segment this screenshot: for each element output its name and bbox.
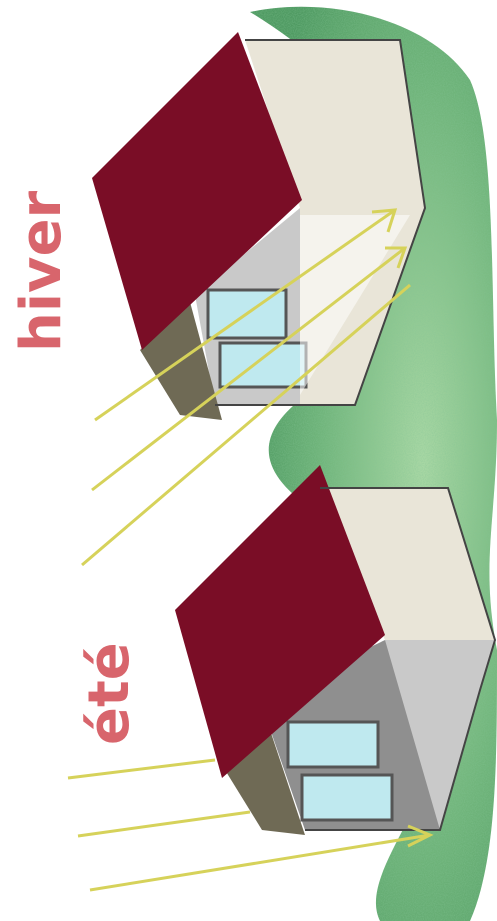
summer-window-1	[288, 722, 378, 767]
summer-label: été	[77, 642, 142, 745]
summer-house-icon	[175, 465, 495, 835]
winter-label: hiver	[9, 190, 74, 352]
summer-ray-2	[78, 812, 250, 836]
summer-ray-1	[68, 760, 215, 778]
summer-ray-3	[90, 835, 430, 890]
summer-window-2	[302, 775, 392, 820]
